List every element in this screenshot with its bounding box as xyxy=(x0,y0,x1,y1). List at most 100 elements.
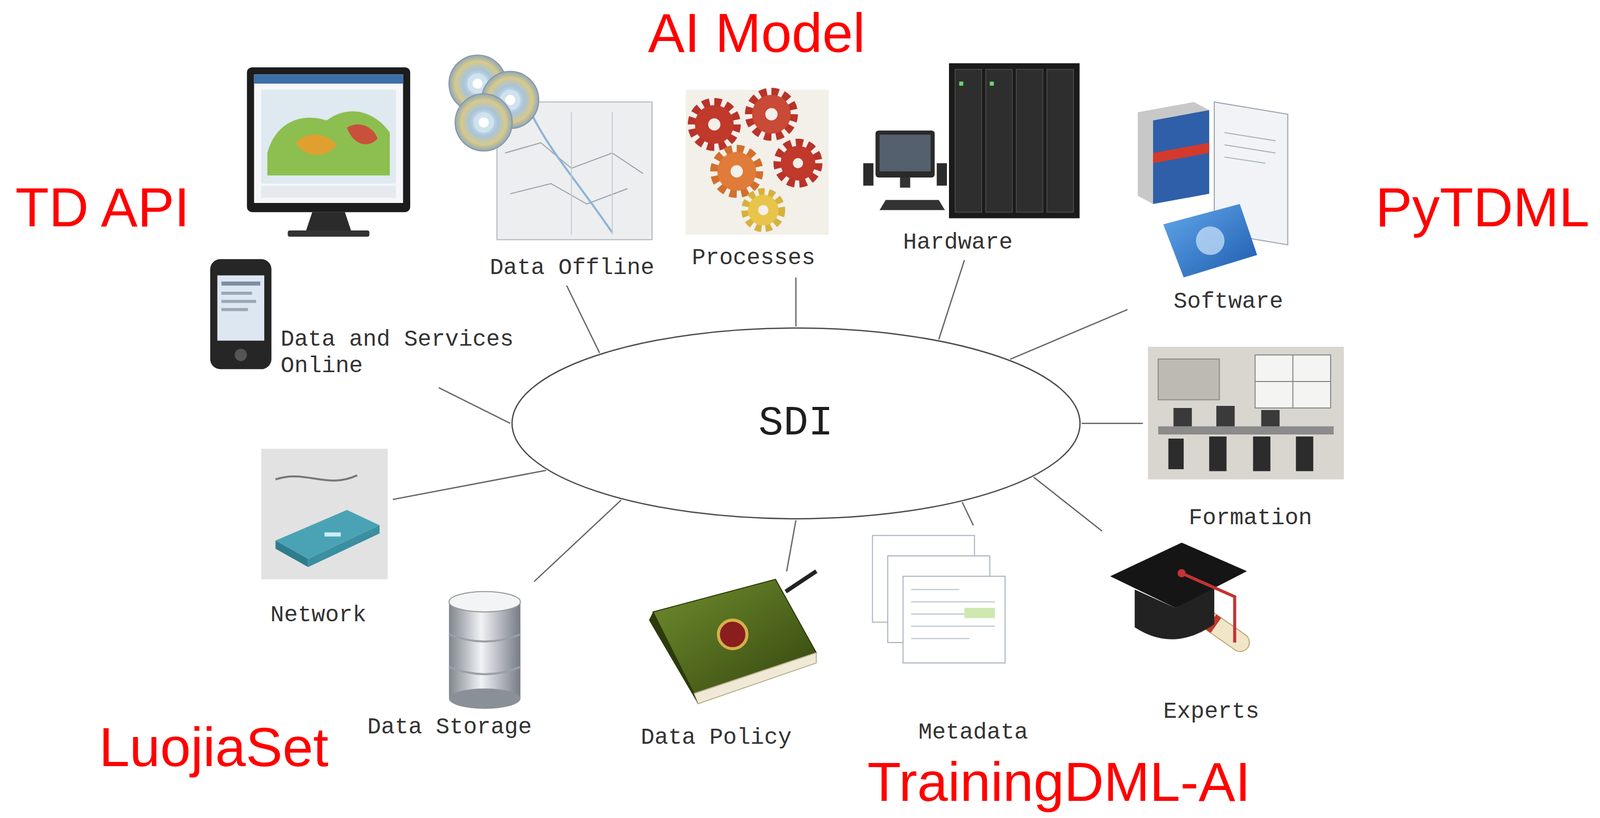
map-sheet xyxy=(510,183,628,205)
software-icon xyxy=(1163,204,1258,278)
monitor-icon xyxy=(253,74,403,84)
component-label: Hardware xyxy=(903,229,1013,256)
gears-picture xyxy=(780,145,816,181)
cd-discs xyxy=(449,55,539,152)
component-label: Formation xyxy=(1188,505,1313,532)
spoke-line xyxy=(566,285,601,354)
monitor-icon xyxy=(247,67,411,213)
red-label: TrainingDML-AI xyxy=(867,754,1251,810)
spoke-line xyxy=(1033,477,1103,532)
spoke-line xyxy=(962,502,974,526)
graduation-cap xyxy=(1181,573,1235,643)
ellipse-shape xyxy=(511,328,1080,519)
database-icon xyxy=(449,634,521,675)
phone-icon xyxy=(221,281,261,286)
classroom-photo xyxy=(1158,359,1220,401)
network-photo xyxy=(261,449,388,580)
gears-picture xyxy=(748,194,779,226)
graduation-cap xyxy=(1177,569,1186,578)
database-icon xyxy=(449,688,521,709)
phone-icon xyxy=(234,348,248,362)
component-label: Data Policy xyxy=(640,724,792,752)
spoke-line xyxy=(534,499,622,582)
phone-icon xyxy=(221,300,257,304)
component-label: Network xyxy=(270,602,367,629)
red-label: PyTDML xyxy=(1375,179,1590,235)
network-photo xyxy=(324,532,341,537)
component-item: Network xyxy=(254,443,393,633)
network-photo xyxy=(261,449,388,580)
hardware-icon xyxy=(959,81,964,86)
hub-title: SDI xyxy=(758,400,834,447)
monitor-icon xyxy=(267,111,390,176)
hardware-icon xyxy=(863,163,874,186)
spoke-line xyxy=(938,260,965,340)
component-item: Experts xyxy=(1102,525,1266,730)
policy-book xyxy=(653,579,817,694)
gears-picture xyxy=(765,107,778,121)
gears-picture xyxy=(730,165,743,178)
classroom-photo xyxy=(1168,436,1314,472)
red-label: TD API xyxy=(15,179,190,235)
gears-picture xyxy=(685,89,829,235)
policy-book xyxy=(718,620,748,649)
component-label: Data Storage xyxy=(367,714,533,741)
gears-picture xyxy=(685,89,829,235)
policy-book xyxy=(648,571,817,704)
policy-book xyxy=(694,653,817,704)
spoke-line xyxy=(392,470,547,500)
spoke-line xyxy=(795,277,797,327)
network-photo xyxy=(308,525,381,568)
phone-icon xyxy=(221,291,253,295)
map-sheet xyxy=(505,142,643,174)
network-photo xyxy=(275,475,358,481)
red-label: LuojiaSet xyxy=(99,719,329,775)
spoke-line xyxy=(1081,422,1144,425)
monitor-icon xyxy=(287,230,370,237)
software-icon xyxy=(1224,132,1276,164)
component-item: Hardware xyxy=(859,56,1087,261)
component-label: Data Offline xyxy=(489,254,655,282)
software-icon xyxy=(1153,110,1210,205)
gears-picture xyxy=(714,148,759,194)
cd-discs xyxy=(473,112,494,133)
metadata-sheets xyxy=(872,535,1006,664)
gears-picture xyxy=(749,91,794,137)
spoke-line xyxy=(786,520,796,572)
classroom-photo xyxy=(1158,426,1334,435)
hardware-icon xyxy=(863,63,1080,219)
metadata-sheets xyxy=(903,576,1006,663)
phone-icon xyxy=(210,259,272,370)
gears-picture xyxy=(752,95,792,134)
monitor-icon xyxy=(306,212,351,231)
monitor-icon xyxy=(253,74,403,203)
classroom-photo xyxy=(1147,346,1344,480)
hardware-icon xyxy=(955,69,982,213)
network-photo xyxy=(275,540,309,567)
classroom-photo xyxy=(1173,405,1280,427)
monitor-icon xyxy=(261,89,396,184)
hardware-icon xyxy=(948,63,1080,219)
cd-discs xyxy=(478,117,490,128)
spoke-line xyxy=(1010,309,1128,360)
component-label: Experts xyxy=(1163,698,1260,726)
phone-icon xyxy=(217,275,265,342)
gears-picture xyxy=(695,104,735,144)
cd-discs xyxy=(472,78,483,89)
hardware-icon xyxy=(900,177,911,188)
component-label: Metadata xyxy=(918,719,1028,747)
hardware-icon xyxy=(1047,69,1074,213)
hardware-icon xyxy=(936,163,947,186)
component-item: Data Offline xyxy=(438,50,663,286)
monitor-icon xyxy=(261,185,396,199)
monitor-icon xyxy=(295,134,337,155)
component-label: Data and Services Online xyxy=(280,326,521,379)
gears-picture xyxy=(744,191,782,229)
gears-picture xyxy=(717,152,757,192)
database-icon xyxy=(449,601,521,699)
gears-picture xyxy=(777,142,819,184)
phone-icon xyxy=(221,307,249,311)
gears-picture xyxy=(792,158,804,169)
red-label: AI Model xyxy=(647,5,865,61)
